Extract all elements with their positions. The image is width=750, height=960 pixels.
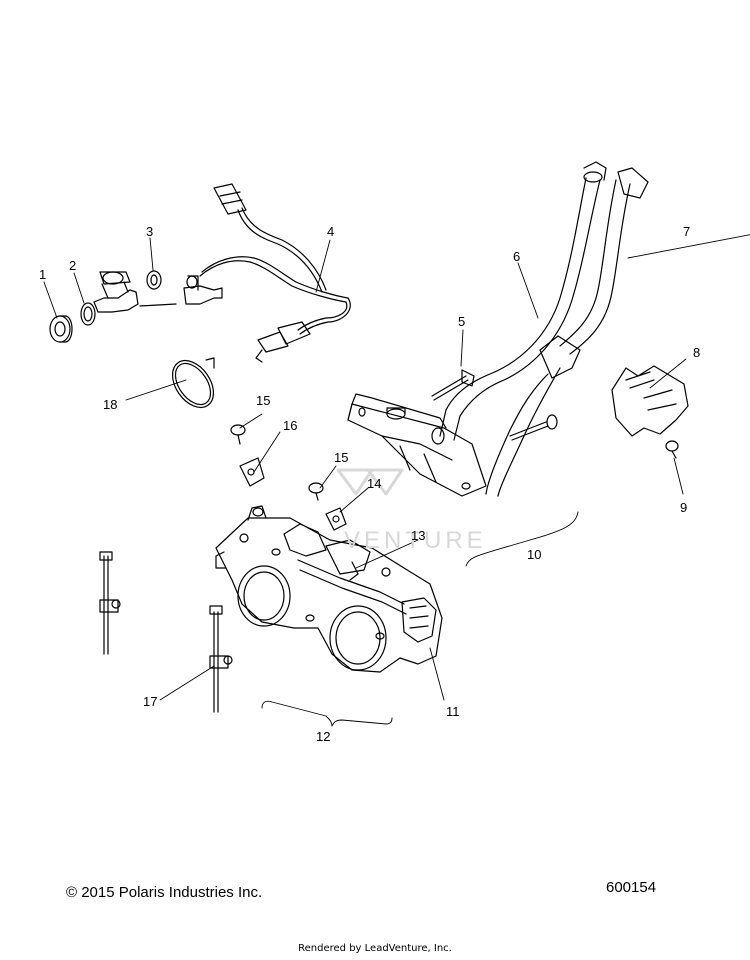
part-screw-15a bbox=[230, 424, 246, 445]
part-o-ring-small bbox=[146, 270, 162, 290]
callout-8: 8 bbox=[693, 345, 700, 360]
callout-5: 5 bbox=[458, 314, 465, 329]
callout-16: 16 bbox=[283, 418, 297, 433]
callout-3: 3 bbox=[146, 224, 153, 239]
callout-17: 17 bbox=[143, 694, 157, 709]
part-seal bbox=[49, 315, 73, 343]
part-throttle-body bbox=[215, 505, 443, 673]
part-fuel-hose bbox=[439, 161, 607, 441]
part-sensor bbox=[611, 365, 689, 437]
watermark-text: VENTURE bbox=[344, 527, 487, 554]
part-bolt-long bbox=[431, 369, 475, 401]
callout-11: 11 bbox=[446, 704, 460, 719]
copyright-text: © 2015 Polaris Industries Inc. bbox=[66, 884, 263, 901]
part-o-ring bbox=[80, 302, 96, 326]
callout-13: 13 bbox=[411, 528, 425, 543]
callout-6: 6 bbox=[513, 249, 520, 264]
callout-15b: 15 bbox=[334, 450, 348, 465]
part-fuel-hose-connector bbox=[485, 167, 649, 497]
part-fuel-rail bbox=[347, 393, 487, 497]
part-screw-15b bbox=[308, 482, 324, 501]
part-wiring-harness bbox=[199, 183, 351, 363]
callout-15a: 15 bbox=[256, 393, 270, 408]
bracket-12 bbox=[261, 700, 393, 727]
callout-1: 1 bbox=[39, 267, 46, 282]
callout-10: 10 bbox=[527, 547, 541, 562]
callout-9: 9 bbox=[680, 500, 687, 515]
callout-4: 4 bbox=[327, 224, 334, 239]
part-screw-small bbox=[665, 440, 679, 459]
part-cable-tie-1 bbox=[99, 551, 121, 655]
callout-14: 14 bbox=[367, 476, 381, 491]
rendered-by-text: Rendered by LeadVenture, Inc. bbox=[298, 943, 452, 954]
callout-2: 2 bbox=[69, 258, 76, 273]
bracket-10 bbox=[465, 511, 579, 567]
callout-7: 7 bbox=[683, 224, 690, 239]
part-bracket-14 bbox=[325, 507, 347, 531]
part-bolt-short bbox=[509, 414, 558, 441]
callout-18: 18 bbox=[103, 397, 117, 412]
leader-lines bbox=[43, 234, 750, 701]
part-clamp-ring bbox=[171, 357, 215, 409]
part-fuel-injector-left bbox=[93, 271, 177, 313]
part-fuel-injector-right bbox=[183, 275, 223, 305]
watermark-logo bbox=[336, 468, 404, 496]
diagram-number: 600154 bbox=[606, 879, 657, 896]
callout-12: 12 bbox=[316, 729, 330, 744]
part-cable-tie-2 bbox=[209, 605, 233, 713]
